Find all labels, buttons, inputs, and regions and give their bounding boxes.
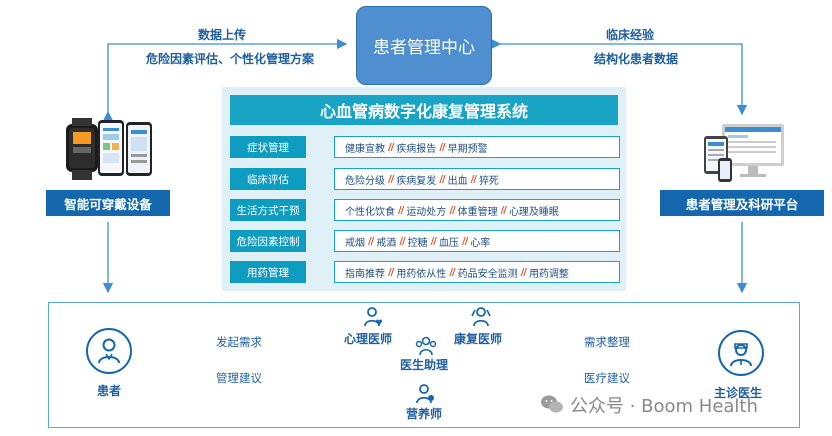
row-item: 出血 [447,175,468,187]
arrow-left-to-center [102,38,348,122]
psych-doctor-label: 心理医师 [344,332,393,346]
separator: // [461,235,468,247]
rehab-doctor-icon [471,307,491,327]
separator: // [500,204,507,216]
assistant-label: 医生助理 [400,358,449,372]
row-item: 疾病复发 [396,175,437,187]
row-label-risk: 危险因素控制 [230,230,306,252]
nutritionist-label: 营养师 [406,407,443,421]
rehab-doctor-label: 康复医师 [454,332,503,346]
advice-label: 管理建议 [216,371,262,385]
care-team-panel [48,302,800,428]
wechat-icon [541,395,563,413]
row-item: 心理及睡眠 [508,206,559,218]
row-item: 疾病报告 [396,143,437,155]
row-item: 用药依从性 [396,268,447,280]
separator: // [388,266,394,278]
separator: // [470,173,477,185]
separator: // [430,235,437,247]
assistant-group-icon [415,336,437,356]
clinical-experience-label: 临床经验 [606,28,655,42]
separator: // [449,204,455,216]
row-items-clinical: 危险分级//疾病复发//出血//猝死 [334,168,620,190]
watermark-text: 公众号 · Boom Health [570,396,758,417]
watermark: 公众号 · Boom Health [540,392,758,418]
row-item: 药品安全监测 [457,268,518,280]
system-title: 心血管病数字化康复管理系统 [230,95,618,125]
row-label-medication: 用药管理 [230,261,306,283]
wearable-device-icon [66,118,152,180]
row-item: 体重管理 [457,206,498,218]
separator: // [388,141,394,153]
row-items-lifestyle: 个性化饮食//运动处方//体重管理//心理及睡眠 [334,199,620,221]
platform-devices-icon [704,124,784,182]
row-item: 血压 [438,237,459,249]
separator: // [439,141,445,153]
row-item: 戒酒 [376,237,397,249]
research-platform-label: 患者管理及科研平台 [660,190,824,216]
row-label-clinical: 临床评估 [230,168,306,190]
row-items-risk: 戒烟//戒酒//控糖//血压//心率 [334,230,620,252]
row-item: 危险分级 [345,175,385,187]
row-item: 早期预警 [447,143,488,155]
row-item: 指南推荐 [345,268,385,280]
separator: // [368,235,374,247]
separator: // [520,266,527,278]
row-item: 运动处方 [406,206,447,218]
arrow-center-to-right [490,38,748,116]
separator: // [399,235,405,247]
nutritionist-icon [416,384,434,404]
row-item: 个性化饮食 [345,206,395,218]
request-label: 发起需求 [216,335,262,349]
row-items-medication: 指南推荐//用药依从性//药品安全监测//用药调整 [334,261,620,283]
row-item: 用药调整 [528,268,569,280]
collate-label: 需求整理 [584,335,630,349]
structured-data-label: 结构化患者数据 [594,52,679,66]
separator: // [449,266,455,278]
risk-assessment-label: 危险因素评估、个性化管理方案 [146,52,315,66]
patient-management-center: 患者管理中心 [356,6,492,85]
row-item: 健康宣教 [345,143,385,155]
patient-label: 患者 [97,384,122,398]
wearable-device-label: 智能可穿戴设备 [46,190,170,216]
psych-doctor-icon [364,307,382,327]
separator: // [388,173,394,185]
chief-doctor-icon [718,330,764,376]
row-item: 戒烟 [345,237,365,249]
separator: // [439,173,445,185]
row-label-symptom: 症状管理 [230,136,306,158]
row-item: 控糖 [407,237,428,249]
row-item: 猝死 [478,175,499,187]
separator: // [398,204,404,216]
row-items-symptom: 健康宣教//疾病报告//早期预警 [334,136,620,158]
row-item: 心率 [470,237,491,249]
row-label-lifestyle: 生活方式干预 [230,199,306,221]
patient-icon [86,328,132,374]
medical-advice-label: 医疗建议 [584,371,630,385]
data-upload-label: 数据上传 [198,28,247,42]
chief-doctor-label: 主诊医生 [714,386,763,400]
